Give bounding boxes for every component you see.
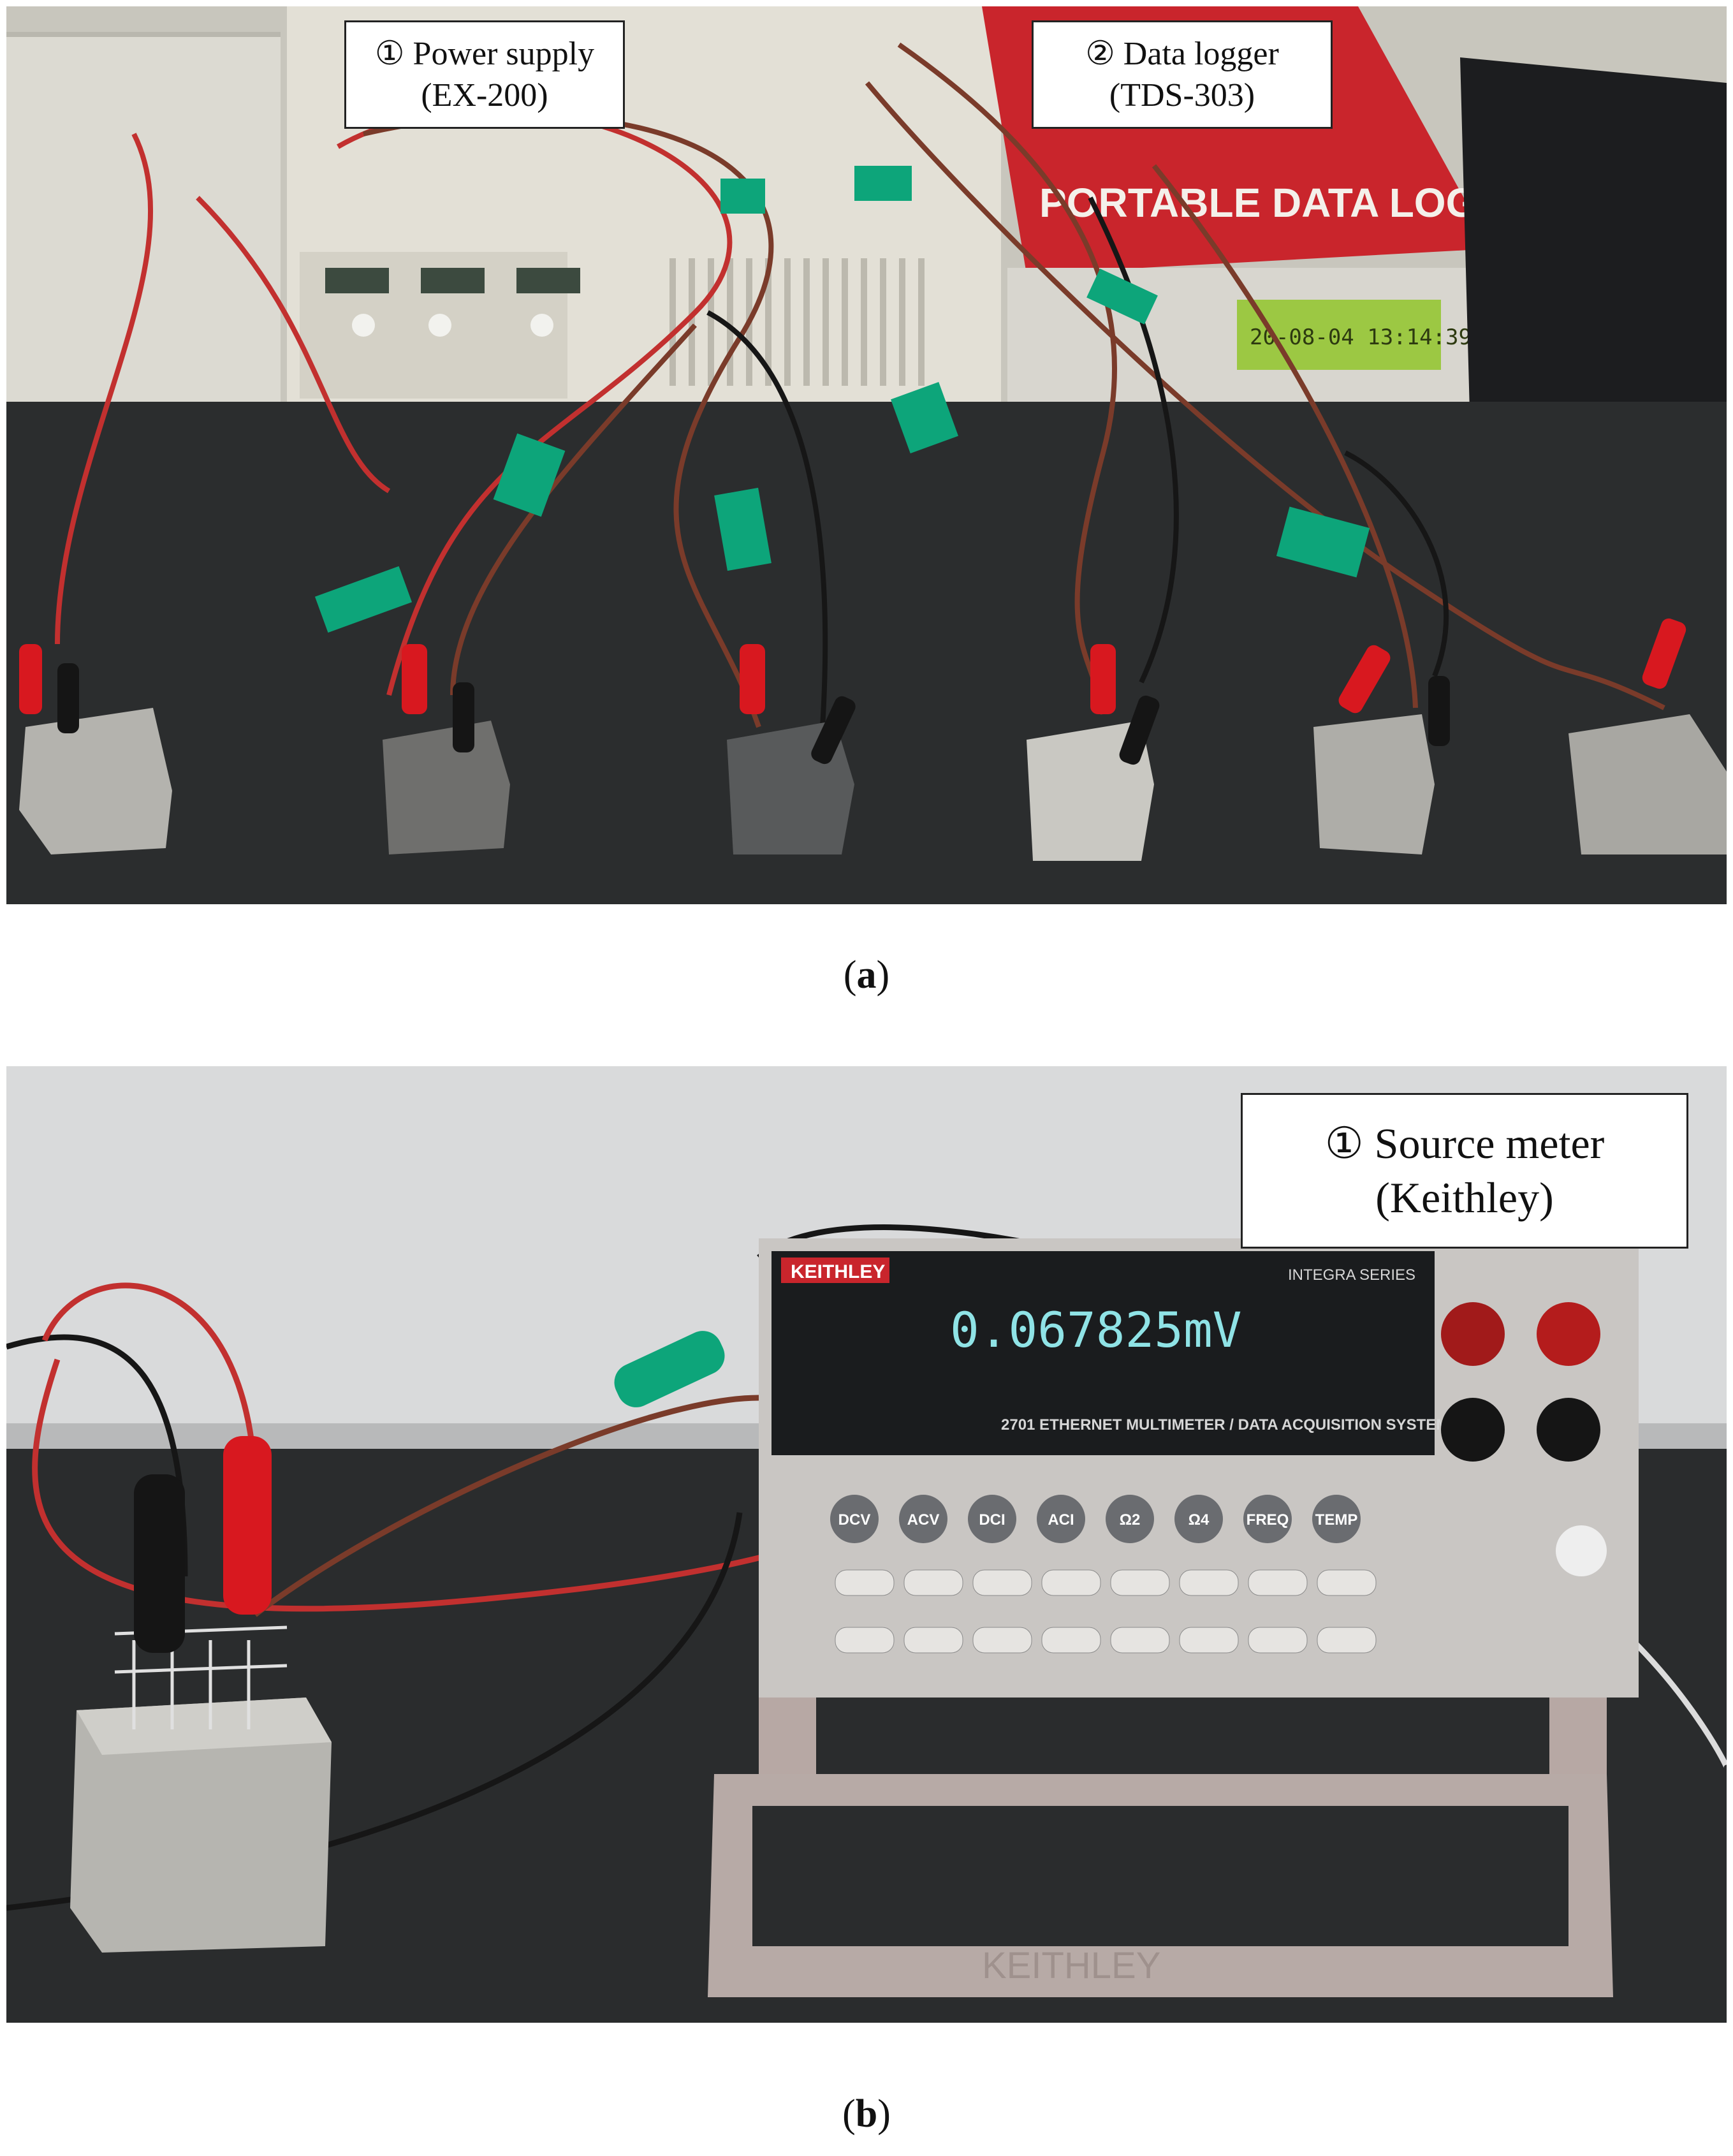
series-label: INTEGRA SERIES xyxy=(1288,1266,1415,1284)
keypad-button xyxy=(899,1495,947,1543)
keypad-button xyxy=(1037,1495,1085,1543)
input-lo-jack xyxy=(1537,1398,1600,1462)
red-alligator-clip xyxy=(223,1436,272,1615)
keypad-button-label: FREQ xyxy=(1247,1511,1289,1529)
function-key xyxy=(1110,1569,1170,1596)
lab-setup-photo-b: KEITHLEY INTEGRA SERIES 0.067825mV 2701 … xyxy=(6,1066,1727,2023)
input-jack xyxy=(1537,1302,1600,1366)
lab-setup-photo-a: PORTABLE DATA LOGGER 20-08-04 13:14:39 xyxy=(6,6,1727,904)
function-key xyxy=(1179,1569,1239,1596)
callout-source-meter: ① Source meter (Keithley) xyxy=(1241,1093,1688,1249)
keypad-button xyxy=(1174,1495,1223,1543)
caption-b-letter: b xyxy=(855,2092,878,2136)
callout-power-title: ① Power supply xyxy=(374,36,595,72)
function-key xyxy=(903,1627,963,1654)
callout-logger-model: (TDS-303) xyxy=(1109,77,1255,114)
sense-lo-jack xyxy=(1441,1398,1505,1462)
logger-lcd-reading: 20-08-04 13:14:39 xyxy=(1250,325,1472,350)
function-key xyxy=(1317,1627,1377,1654)
amps-jack xyxy=(1556,1525,1607,1576)
green-clip xyxy=(614,1331,725,1407)
knob-icon xyxy=(428,314,451,337)
function-key xyxy=(1248,1569,1308,1596)
caption-a: (a) xyxy=(843,953,890,997)
keypad-button-label: ACV xyxy=(907,1511,940,1529)
sense-jack xyxy=(1441,1302,1505,1366)
keypad-button-label: ACI xyxy=(1048,1511,1074,1529)
function-key xyxy=(1041,1627,1101,1654)
function-key xyxy=(835,1569,895,1596)
keypad-button-label: TEMP xyxy=(1315,1511,1358,1529)
function-key xyxy=(972,1569,1032,1596)
callout-power-supply: ① Power supply (EX-200) xyxy=(344,20,625,129)
function-key xyxy=(1248,1627,1308,1654)
function-key xyxy=(1110,1627,1170,1654)
callout-data-logger: ② Data logger (TDS-303) xyxy=(1032,20,1333,129)
callout-meter-model: (Keithley) xyxy=(1375,1173,1554,1222)
keypad-button xyxy=(1312,1495,1361,1543)
callout-meter-title: ① Source meter xyxy=(1324,1119,1605,1168)
concrete-specimen xyxy=(70,1698,332,1953)
function-key xyxy=(1041,1569,1101,1596)
callout-power-model: (EX-200) xyxy=(421,77,548,114)
meter-reading: 0.067825mV xyxy=(950,1302,1242,1358)
function-key xyxy=(903,1569,963,1596)
knob-icon xyxy=(352,314,375,337)
keypad-button-label: DCI xyxy=(979,1511,1005,1529)
photo-panel-a: PORTABLE DATA LOGGER 20-08-04 13:14:39 xyxy=(6,6,1727,904)
caption-a-letter: a xyxy=(856,953,877,997)
bench xyxy=(6,402,1727,904)
function-key xyxy=(1179,1627,1239,1654)
model-label: 2701 ETHERNET MULTIMETER / DATA ACQUISIT… xyxy=(1001,1416,1449,1434)
keypad: DCV ACV DCI ACI Ω2 Ω4 FREQ TEMP xyxy=(830,1495,1377,1654)
keypad-button xyxy=(1243,1495,1292,1543)
photo-panel-b: KEITHLEY INTEGRA SERIES 0.067825mV 2701 … xyxy=(6,1066,1727,2023)
callout-logger-title: ② Data logger xyxy=(1085,36,1279,72)
function-key xyxy=(1317,1569,1377,1596)
keypad-button-label: Ω2 xyxy=(1120,1511,1141,1529)
function-key xyxy=(972,1627,1032,1654)
alligator-clips xyxy=(19,618,1686,765)
brand-logo: KEITHLEY xyxy=(791,1261,885,1282)
keypad-button-label: Ω4 xyxy=(1188,1511,1210,1529)
keypad-button-label: DCV xyxy=(838,1511,871,1529)
black-alligator-clip xyxy=(134,1474,185,1653)
multimeter-display-window xyxy=(771,1251,1435,1455)
handle-brand: KEITHLEY xyxy=(982,1945,1160,1986)
keypad-button xyxy=(830,1495,879,1543)
label-tapes xyxy=(314,166,1370,633)
keypad-button xyxy=(1106,1495,1154,1543)
caption-b: (b) xyxy=(842,2092,891,2136)
function-key xyxy=(835,1627,895,1654)
knob-icon xyxy=(530,314,553,337)
keypad-button xyxy=(968,1495,1016,1543)
